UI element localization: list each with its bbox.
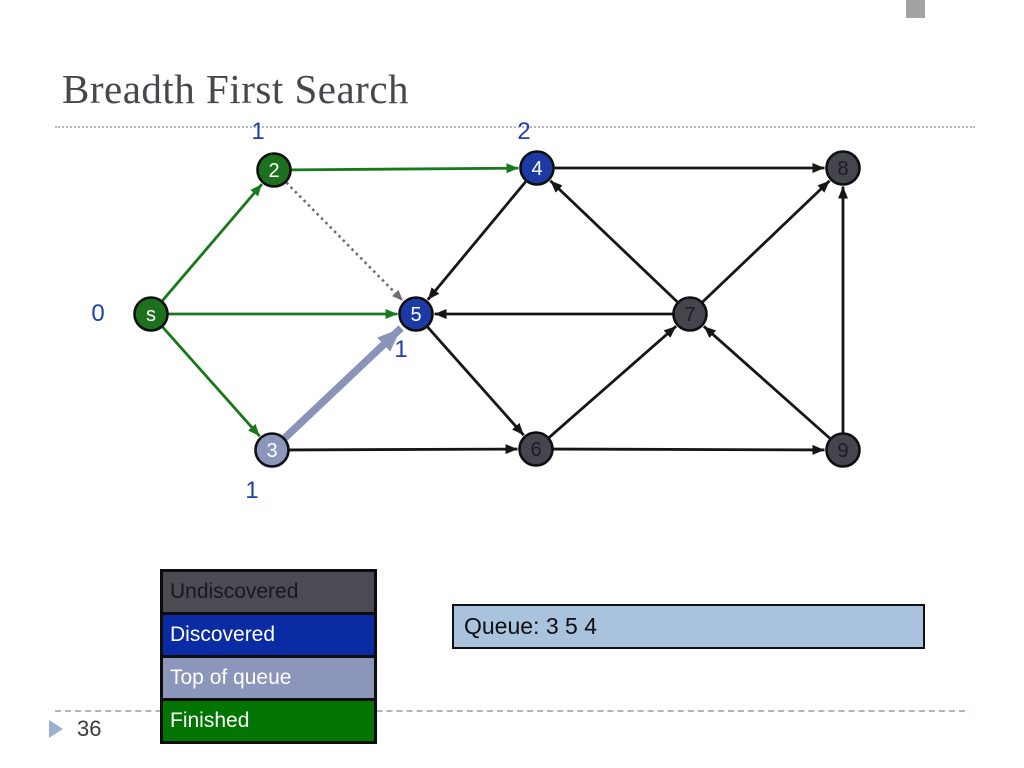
graph-node-2 (256, 152, 292, 188)
graph-node-7 (672, 296, 708, 332)
legend-item-label: Top of queue (170, 666, 292, 689)
legend-item: Discovered (163, 612, 374, 655)
graph-edge-9-7 (702, 325, 831, 440)
distance-label-s: 0 (91, 300, 104, 327)
graph-node-label-9: 9 (837, 440, 848, 462)
graph-node-3 (254, 432, 290, 468)
page-number: 36 (77, 716, 102, 741)
graph-node-label-s: s (146, 304, 156, 326)
footer: 36 (49, 716, 101, 742)
graph-node-6 (518, 431, 554, 467)
footer-divider-line (55, 710, 965, 712)
graph-edge-3-5 (282, 325, 404, 441)
graph-node-label-3: 3 (266, 440, 277, 462)
legend-item: Undiscovered (163, 572, 374, 612)
footer-arrow-icon (49, 720, 63, 738)
graph-edge-2-4 (291, 163, 519, 174)
graph-edge-2-5 (285, 181, 404, 302)
graph-node-label-5: 5 (410, 304, 421, 326)
graph-edge-4-5 (426, 180, 527, 301)
graph-edge-3-6 (289, 444, 518, 455)
distance-label-4: 2 (517, 118, 530, 145)
graph-node-label-2: 2 (268, 160, 279, 182)
graph-edge-s-3 (161, 326, 261, 438)
legend-item-label: Undiscovered (170, 580, 299, 603)
graph-node-4 (519, 150, 555, 186)
template-corner-square (906, 0, 925, 18)
distance-label-3: 1 (245, 477, 258, 504)
queue-text: Queue: 3 5 4 (464, 613, 597, 639)
graph-edge-5-6 (426, 326, 525, 437)
graph-edge-6-7 (548, 325, 678, 439)
graph-node-label-4: 4 (531, 158, 542, 180)
legend-item: Finished (163, 698, 374, 741)
graph-edge-7-4 (549, 179, 679, 303)
title-divider-line (55, 126, 975, 128)
legend-item: Top of queue (163, 655, 374, 698)
graph-node-5 (398, 296, 434, 332)
graph-node-label-7: 7 (684, 304, 695, 326)
legend-item-label: Discovered (170, 623, 276, 646)
page-title: Breadth First Search (62, 66, 410, 112)
graph-node-label-6: 6 (530, 439, 541, 461)
legend-item-label: Finished (170, 709, 250, 732)
graph-node-label-8: 8 (837, 158, 848, 180)
graph-node-8 (825, 150, 861, 186)
distance-label-2: 1 (251, 118, 264, 145)
distance-label-5: 1 (394, 336, 407, 363)
graph-node-s (133, 296, 169, 332)
graph-node-9 (825, 432, 861, 468)
graph-edge-s-2 (161, 183, 264, 302)
graph-edge-6-9 (553, 444, 825, 455)
graph-edge-7-8 (701, 179, 831, 303)
queue-box: Queue: 3 5 4 (452, 604, 925, 649)
